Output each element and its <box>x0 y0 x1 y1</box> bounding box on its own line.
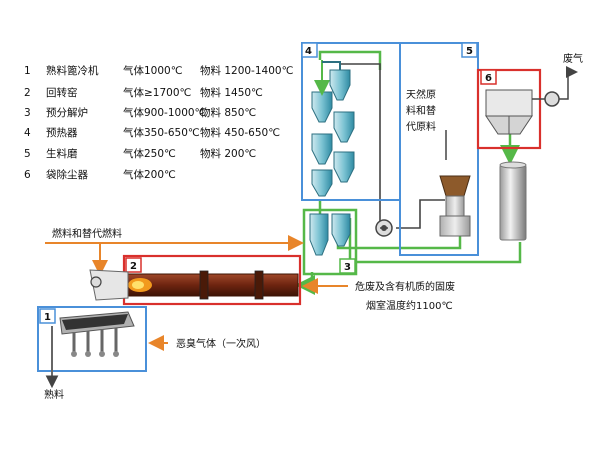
kiln-tire-2 <box>254 270 264 300</box>
legend-name: 预分解炉 <box>46 106 88 119</box>
legend-name: 生料磨 <box>46 147 78 160</box>
precalciner <box>309 213 351 256</box>
legend-name: 预热器 <box>46 126 78 139</box>
legend-material: 物料 450-650℃ <box>200 126 280 139</box>
legend-row: 6 袋除尘器 气体200℃ <box>24 168 176 181</box>
cyclone-1 <box>329 69 351 101</box>
legend-row: 3 预分解炉 气体900-1000℃ 物料 850℃ <box>24 106 256 119</box>
cooler-fan-3 <box>99 351 105 357</box>
raw-mill <box>439 130 471 237</box>
green-line-silo-return <box>348 218 522 264</box>
cyclone-duct <box>322 61 341 70</box>
legend-material: 物料 1450℃ <box>200 86 263 99</box>
cooler-fan-2 <box>85 351 91 357</box>
exhaust-fan <box>532 66 578 107</box>
legend-num: 2 <box>24 87 31 99</box>
green-line-top <box>318 50 382 70</box>
bag-filter-top <box>485 89 533 117</box>
gas-duct <box>340 63 445 229</box>
box-1-number: 1 <box>44 312 51 323</box>
kiln-hood-shape <box>89 269 129 301</box>
burner-fan-icon <box>90 276 102 288</box>
legend-name: 袋除尘器 <box>46 168 88 181</box>
box-4-tag <box>301 42 318 58</box>
gas-duct-mill <box>396 199 445 229</box>
cooler-clinker-bed <box>62 314 128 330</box>
fuel-input: 燃料和替代燃料 <box>45 227 304 276</box>
legend-num: 1 <box>24 65 31 77</box>
box-5-tag <box>461 42 478 58</box>
silo <box>499 161 527 241</box>
cyclone-6 <box>311 169 333 197</box>
box-2-tag <box>125 257 142 273</box>
legend-row: 4 预热器 气体350-650℃ 物料 450-650℃ <box>24 126 280 139</box>
cooler-fan-1 <box>71 351 77 357</box>
kiln-tire-1 <box>199 270 209 300</box>
bag-filter <box>485 89 533 135</box>
box-6-outline <box>476 68 542 150</box>
legend-num: 3 <box>24 107 31 119</box>
legend-gas: 气体≥1700℃ <box>123 86 191 99</box>
raw-material-label-2: 料和替 <box>406 104 436 117</box>
silo-top <box>499 161 527 169</box>
exhaust-label: 废气 <box>563 52 583 65</box>
legend-num: 4 <box>24 127 31 139</box>
legend-gas: 气体200℃ <box>123 168 176 181</box>
raw-material-label-3: 代原料 <box>406 120 436 133</box>
cooler-fan-4 <box>113 351 119 357</box>
legend-name: 回转窑 <box>46 86 78 99</box>
legend-gas: 气体900-1000℃ <box>123 106 206 119</box>
mill-base <box>439 215 471 237</box>
box-1-tag <box>39 308 56 324</box>
box-3-outline <box>302 208 358 276</box>
cyclone-3 <box>333 111 355 143</box>
exhaust-duct-out <box>559 66 578 100</box>
flame-core-icon <box>132 281 144 289</box>
legend-gas: 气体250℃ <box>123 147 176 160</box>
legend-row: 2 回转窑 气体≥1700℃ 物料 1450℃ <box>24 86 263 99</box>
legend-material: 物料 200℃ <box>200 147 256 160</box>
legend-num: 6 <box>24 169 31 181</box>
rotary-kiln <box>127 270 299 300</box>
legend: 1 熟料篦冷机 气体1000℃ 物料 1200-1400℃ 2 回转窑 气体≥1… <box>24 64 293 181</box>
mill-body <box>445 195 465 217</box>
legend-material: 物料 1200-1400℃ <box>200 64 293 77</box>
legend-num: 5 <box>24 148 31 160</box>
kiln-hood <box>89 269 129 301</box>
legend-material: 物料 850℃ <box>200 106 256 119</box>
cyclone-2 <box>311 91 333 123</box>
box-5-number: 5 <box>466 46 473 57</box>
mill-hopper <box>439 175 471 197</box>
legend-gas: 气体350-650℃ <box>123 126 200 139</box>
box-3-tag <box>339 258 356 274</box>
silo-body <box>499 164 527 241</box>
clinker-cooler <box>51 311 135 372</box>
fuel-label: 燃料和替代燃料 <box>52 227 122 240</box>
exhaust-fan-icon <box>544 91 560 107</box>
box-4-number: 4 <box>305 46 312 57</box>
precalciner-vessel <box>309 213 329 256</box>
kiln-shell <box>127 273 299 297</box>
chamber-temp-label: 烟室温度约1100℃ <box>366 299 453 312</box>
precalciner-cyclone <box>331 213 351 247</box>
legend-row: 5 生料磨 气体250℃ 物料 200℃ <box>24 147 256 160</box>
box-6-number: 6 <box>485 73 492 84</box>
cyclone-4 <box>311 133 333 165</box>
legend-name: 熟料篦冷机 <box>46 64 99 77</box>
hazard-label: 危废及含有机质的固废 <box>355 280 455 293</box>
legend-gas: 气体1000℃ <box>123 64 183 77</box>
box-2-number: 2 <box>130 261 137 272</box>
foul-gas-label: 恶臭气体（一次风） <box>176 337 266 350</box>
box-3-number: 3 <box>344 262 351 273</box>
raw-material-label-1: 天然原 <box>406 88 436 101</box>
box-1-outline <box>37 306 147 372</box>
preheater-cyclones <box>311 60 355 197</box>
box-6-tag <box>480 69 497 85</box>
clinker-label: 熟料 <box>44 388 64 401</box>
legend-row: 1 熟料篦冷机 气体1000℃ 物料 1200-1400℃ <box>24 64 293 77</box>
cyclone-5 <box>333 151 355 183</box>
